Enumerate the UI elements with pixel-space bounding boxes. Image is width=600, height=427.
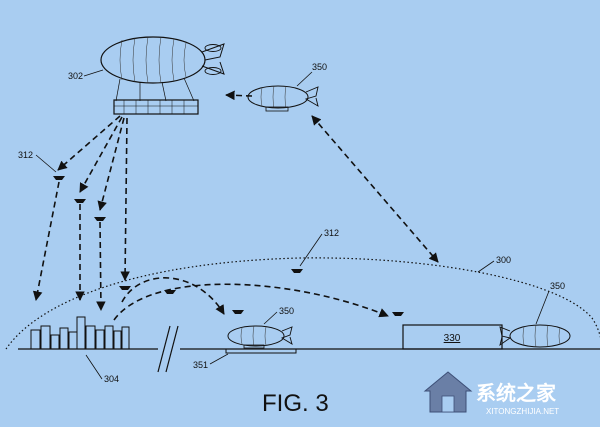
- label-boundary: 300: [496, 255, 511, 265]
- watermark-subtitle: XITONGZHIJIA.NET: [486, 407, 559, 416]
- airship-main: [100, 36, 225, 115]
- drone-deployment-arrows: [32, 115, 389, 321]
- figure-caption: FIG. 3: [262, 390, 329, 417]
- city-buildings: [30, 316, 130, 350]
- label-airship-main: 302: [68, 71, 83, 81]
- shuttle-route-arrow: [311, 115, 439, 263]
- airship-shuttle-right: [499, 324, 571, 348]
- airship-shuttle-landed: [227, 325, 293, 349]
- drone-icon: [53, 176, 404, 316]
- shuttle-to-airship-arrow: [225, 90, 253, 101]
- label-drones-mid: 312: [324, 228, 339, 238]
- label-facility: 330: [444, 333, 461, 344]
- label-buildings: 304: [104, 374, 119, 384]
- airship-shuttle-top: [247, 85, 319, 112]
- label-shuttle-top: 350: [312, 62, 327, 72]
- label-drones-left: 312: [18, 150, 33, 160]
- label-pad: 351: [193, 360, 208, 370]
- label-shuttle-right: 350: [550, 281, 565, 291]
- landing-pad: [225, 348, 297, 354]
- watermark: 系统之家 XITONGZHIJIA.NET: [423, 371, 559, 416]
- house-logo-icon: [423, 371, 473, 413]
- watermark-title: 系统之家: [476, 381, 557, 405]
- label-shuttle-landed: 350: [279, 306, 294, 316]
